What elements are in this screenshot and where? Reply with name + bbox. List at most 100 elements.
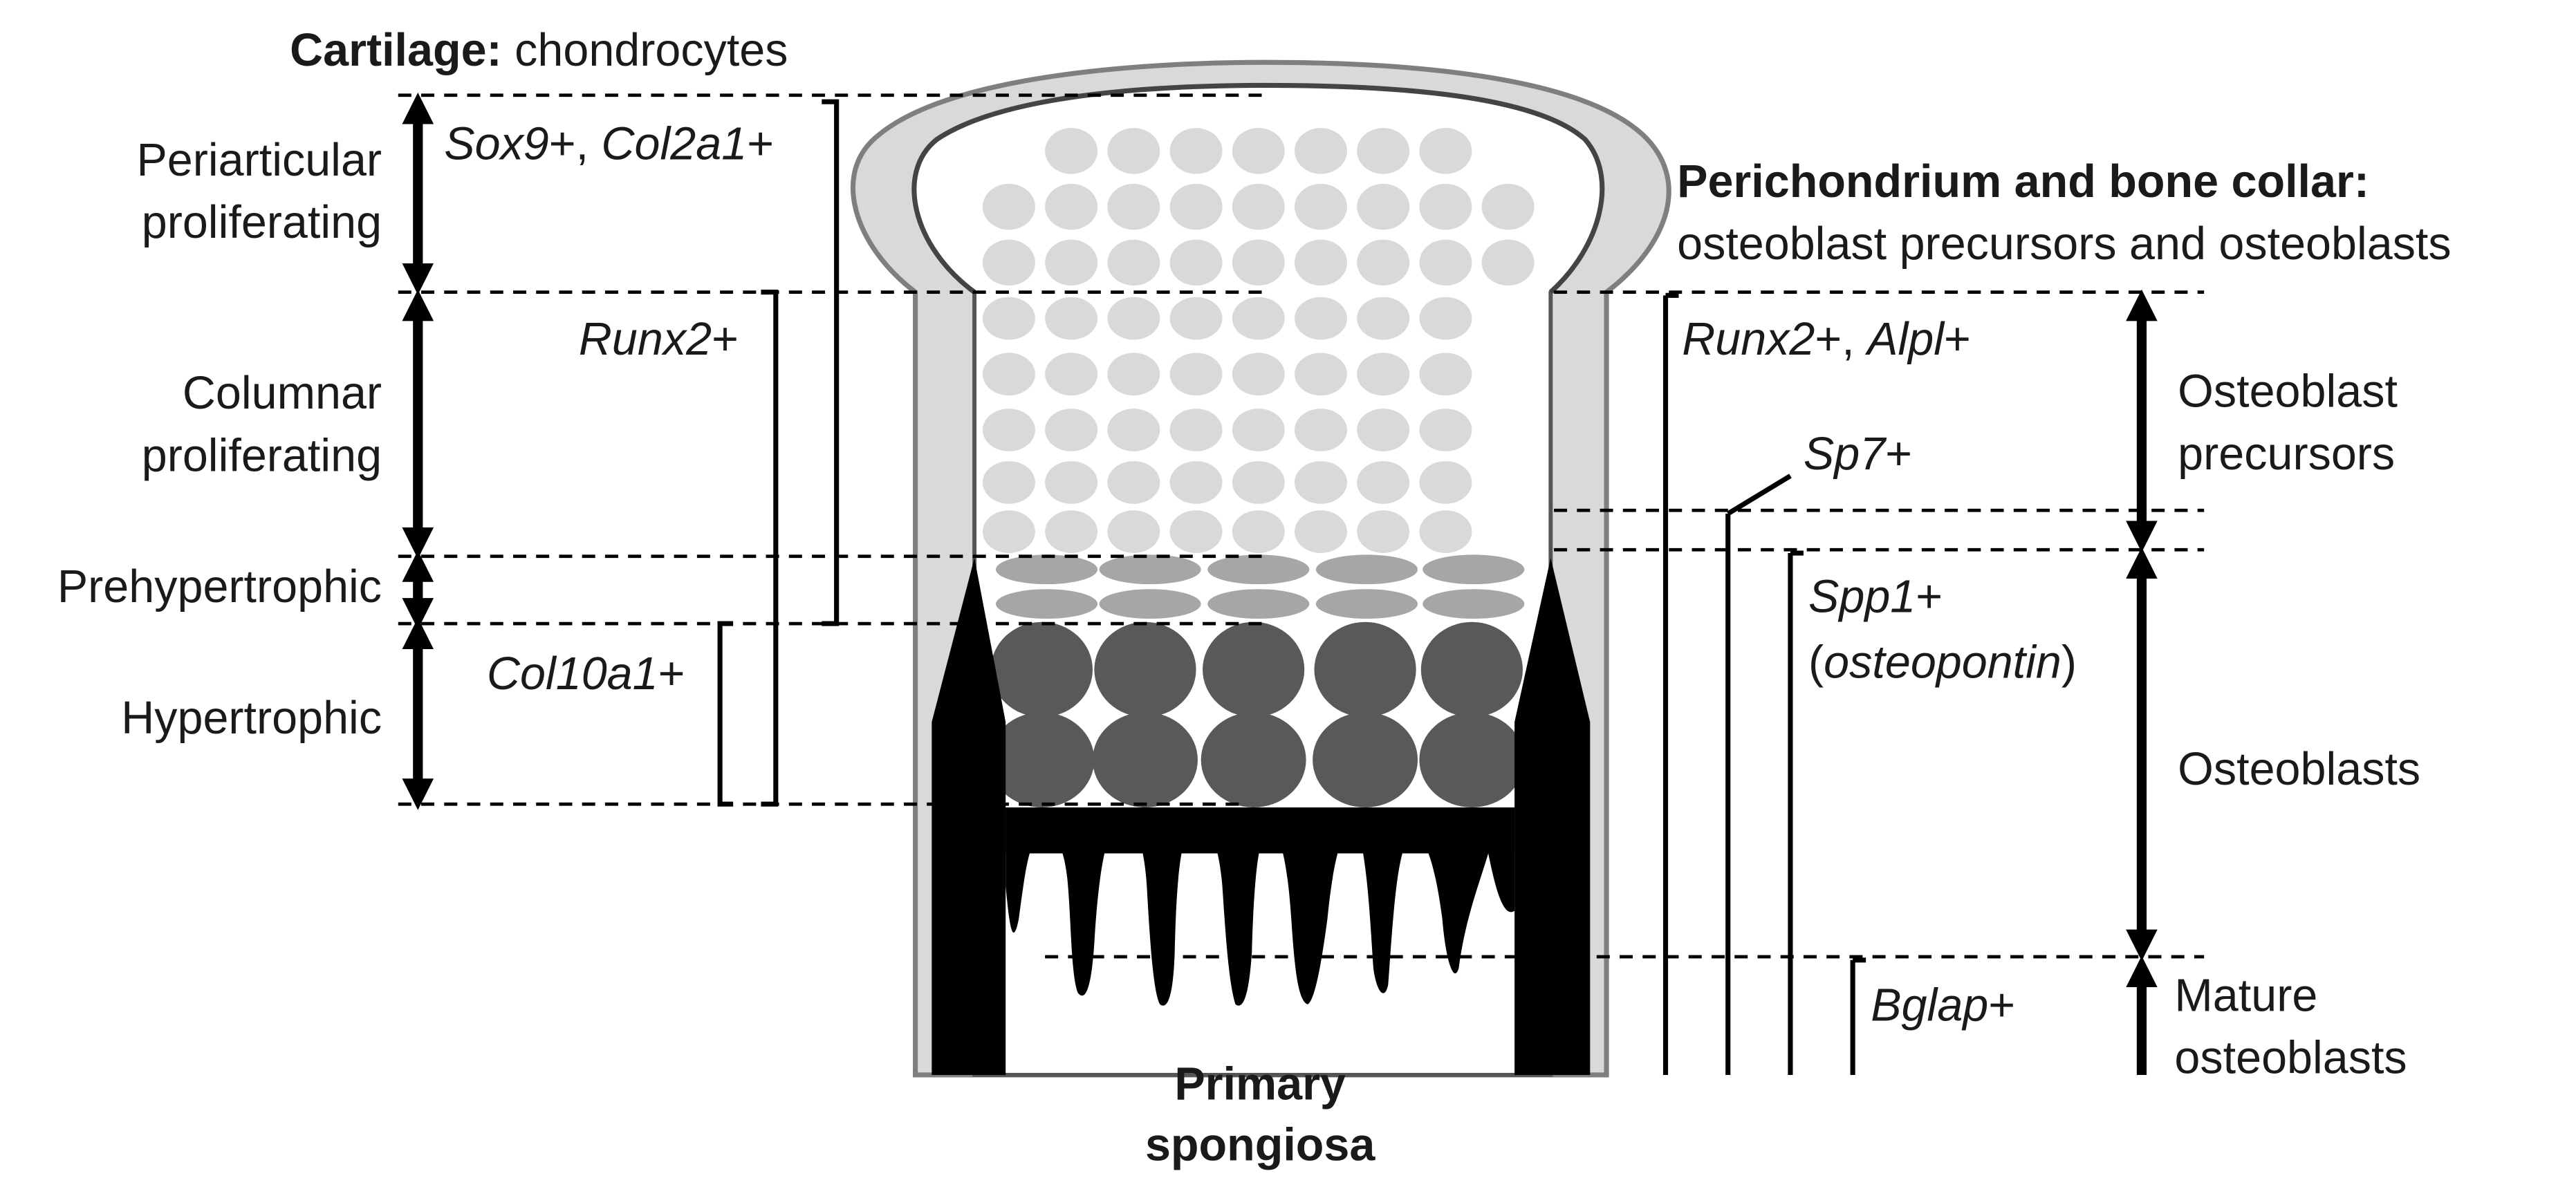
columnar-chondrocyte [1357, 297, 1410, 340]
resting-chondrocyte [1045, 183, 1098, 230]
primary-spongiosa [1006, 807, 1515, 1006]
columnar-chondrocyte [1294, 297, 1347, 340]
columnar-chondrocyte [1169, 510, 1223, 554]
columnar-chondrocyte [1107, 297, 1160, 340]
resting-chondrocyte [1045, 128, 1098, 174]
columnar-chondrocyte [1045, 297, 1098, 340]
resting-chondrocyte [1232, 183, 1285, 230]
resting-chondrocyte [1169, 128, 1223, 174]
resting-chondrocyte [1357, 183, 1410, 230]
resting-chondrocyte [1232, 128, 1285, 174]
columnar-chondrocyte [1169, 297, 1223, 340]
perichondrium-header: Perichondrium and bone collar: [1677, 156, 2369, 207]
resting-chondrocyte [1419, 183, 1472, 230]
osteo-marker-lines [1662, 292, 1866, 1075]
columnar-chondrocyte [1419, 461, 1472, 504]
resting-chondrocyte [1419, 128, 1472, 174]
resting-chondrocyte [1419, 239, 1472, 286]
zone-label-hypertrophic: Hypertrophic [121, 693, 382, 744]
resting-chondrocyte [982, 183, 1035, 230]
hypertrophic-chondrocyte [1313, 712, 1418, 807]
prehypertrophic-chondrocyte [1315, 589, 1418, 619]
prehypertrophic-chondrocyte [1207, 554, 1310, 585]
prehypertrophic-chondrocyte [1315, 554, 1418, 585]
bone-collar-right [1514, 558, 1591, 1075]
columnar-chondrocyte [1169, 409, 1223, 451]
columnar-chondrocyte [982, 461, 1035, 504]
cartilage-header: Cartilage: chondrocytes [290, 25, 788, 76]
chondro-marker-brackets [717, 99, 840, 807]
resting-chondrocyte [1481, 183, 1535, 230]
columnar-chondrocyte [1107, 461, 1160, 504]
resting-chondrocyte [1107, 239, 1160, 286]
columnar-chondrocyte [1294, 409, 1347, 451]
columnar-chondrocyte [1357, 353, 1410, 396]
marker-col10a1: Col10a1+ [487, 648, 685, 700]
hypertrophic-chondrocyte [989, 712, 1095, 807]
columnar-chondrocyte [1419, 409, 1472, 451]
hypertrophic-chondrocyte [1419, 712, 1525, 807]
columnar-chondrocyte [1169, 461, 1223, 504]
hypertrophic-chondrocyte [990, 621, 1093, 718]
columnar-chondrocyte [1294, 510, 1347, 554]
columnar-chondrocyte [1294, 461, 1347, 504]
resting-chondrocytes [982, 128, 1535, 286]
prehypertrophic-chondrocyte [1423, 554, 1525, 585]
columnar-chondrocyte [1107, 510, 1160, 554]
columnar-chondrocyte [1232, 461, 1285, 504]
columnar-chondrocyte [1232, 297, 1285, 340]
columnar-chondrocyte [1107, 409, 1160, 451]
prehypertrophic-chondrocyte [995, 554, 1098, 585]
columnar-chondrocyte [982, 297, 1035, 340]
zone-boundary-lines [398, 93, 2205, 959]
bone-collar-left [932, 558, 1006, 1075]
columnar-chondrocyte [1045, 461, 1098, 504]
marker-sp7: Sp7+ [1804, 429, 1912, 480]
resting-chondrocyte [1232, 239, 1285, 286]
marker-runx2-chondro: Runx2+ [579, 314, 739, 365]
zone-label-prehypertrophic: Prehypertrophic [57, 561, 382, 612]
resting-chondrocyte [1294, 239, 1347, 286]
resting-chondrocyte [1107, 128, 1160, 174]
columnar-chondrocyte [1419, 353, 1472, 396]
resting-chondrocyte [1169, 183, 1223, 230]
columnar-chondrocytes [982, 297, 1472, 554]
perichondrium-subheader: osteoblast precursors and osteoblasts [1677, 218, 2452, 270]
columnar-chondrocyte [982, 510, 1035, 554]
hypertrophic-chondrocyte [1203, 621, 1305, 718]
columnar-chondrocyte [1419, 510, 1472, 554]
hypertrophic-chondrocyte [1420, 621, 1523, 718]
columnar-chondrocyte [1232, 409, 1285, 451]
stage-label-osteoblasts: Osteoblasts [2178, 744, 2420, 795]
hypertrophic-chondrocytes [989, 621, 1525, 807]
columnar-chondrocyte [1045, 409, 1098, 451]
columnar-chondrocyte [1357, 510, 1410, 554]
columnar-chondrocyte [1045, 353, 1098, 396]
columnar-chondrocyte [1294, 353, 1347, 396]
columnar-chondrocyte [1169, 353, 1223, 396]
columnar-chondrocyte [1419, 297, 1472, 340]
columnar-chondrocyte [1357, 409, 1410, 451]
columnar-chondrocyte [982, 353, 1035, 396]
resting-chondrocyte [1481, 239, 1535, 286]
hypertrophic-chondrocyte [1092, 712, 1198, 807]
columnar-chondrocyte [1357, 461, 1410, 504]
columnar-chondrocyte [982, 409, 1035, 451]
resting-chondrocyte [982, 239, 1035, 286]
marker-osteopontin: (osteopontin) [1808, 637, 2077, 688]
marker-sox9-col2a1: Sox9+, Col2a1+ [444, 118, 774, 169]
resting-chondrocyte [1357, 128, 1410, 174]
marker-runx2-alpl: Runx2+, Alpl+ [1682, 314, 1971, 365]
hypertrophic-chondrocyte [1201, 712, 1306, 807]
columnar-chondrocyte [1232, 353, 1285, 396]
prehypertrophic-chondrocyte [1099, 554, 1201, 585]
resting-chondrocyte [1107, 183, 1160, 230]
prehypertrophic-chondrocyte [995, 589, 1098, 619]
resting-chondrocyte [1294, 128, 1347, 174]
